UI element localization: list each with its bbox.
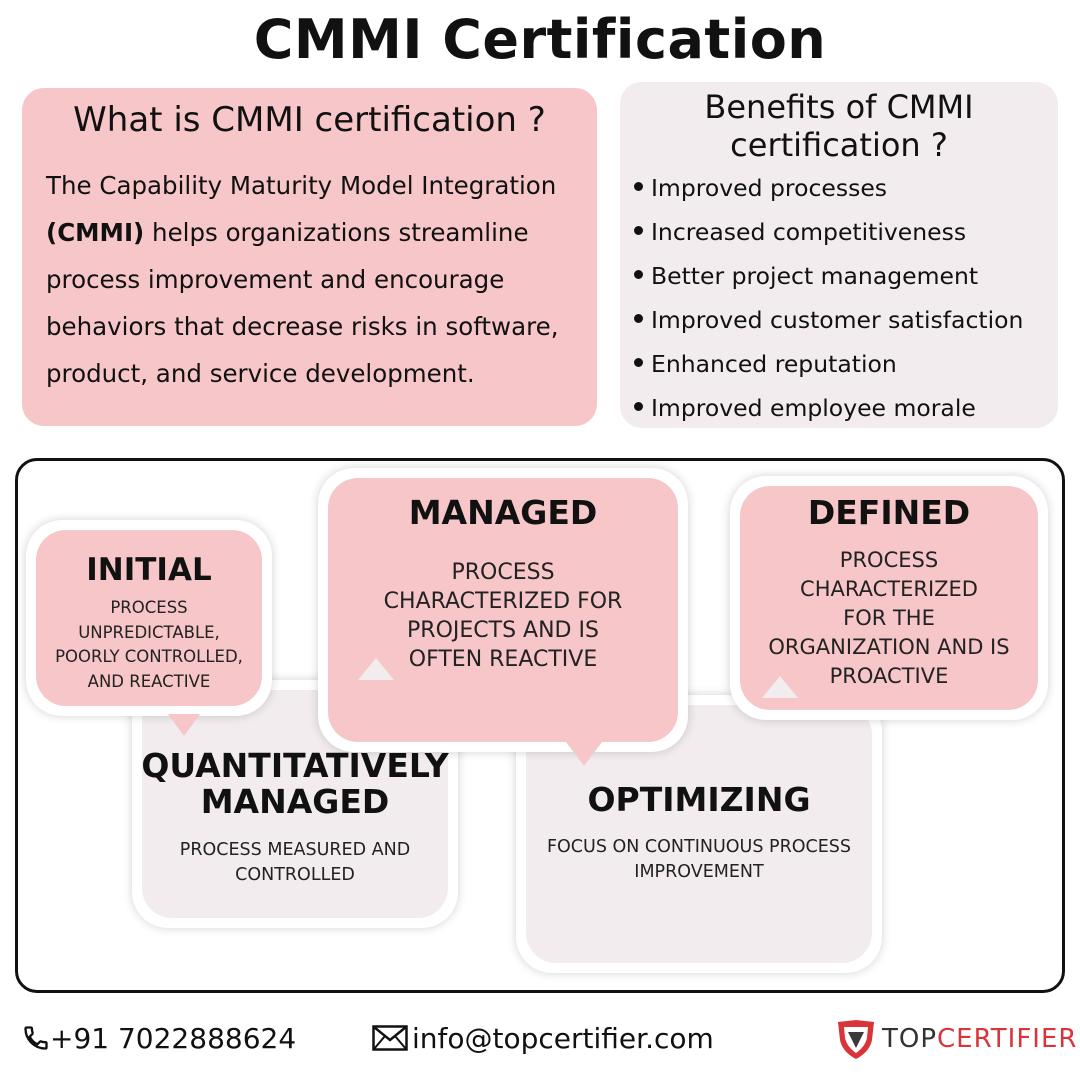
level-description: PROCESS MEASURED AND CONTROLLED (179, 840, 411, 885)
benefits-heading-line1: Benefits of CMMI (704, 88, 974, 126)
description-line1: The Capability Maturity Model Integratio… (46, 171, 557, 200)
level-title: DEFINED (807, 493, 971, 532)
bullet-icon (634, 358, 643, 367)
shield-icon (838, 1020, 874, 1059)
bullet-icon (634, 402, 643, 411)
level-description: PROCESS CHARACTERIZED FOR PROJECTS AND I… (383, 560, 623, 672)
list-item: Improved customer satisfaction (634, 298, 1023, 342)
benefits-card: Benefits of CMMI certification ? Improve… (620, 82, 1058, 428)
what-is-cmmi-description: The Capability Maturity Model Integratio… (46, 162, 576, 397)
benefits-heading: Benefits of CMMI certification ? (620, 88, 1058, 164)
initial-tail (168, 714, 200, 736)
bullet-icon (634, 314, 643, 323)
list-item: Increased competitiveness (634, 210, 1023, 254)
list-item: Enhanced reputation (634, 342, 1023, 386)
benefits-heading-line2: certification ? (730, 126, 948, 164)
phone-icon (24, 1026, 48, 1050)
list-item: Improved processes (634, 166, 1023, 210)
what-is-cmmi-card: What is CMMI certification ? The Capabil… (22, 88, 597, 426)
what-is-cmmi-heading: What is CMMI certification ? (73, 100, 546, 140)
phone-number: +91 7022888624 (50, 1022, 297, 1055)
email-address: info@topcertifier.com (412, 1022, 714, 1055)
bullet-icon (634, 226, 643, 235)
list-item: Better project management (634, 254, 1023, 298)
bullet-icon (634, 270, 643, 279)
level-description: PROCESS UNPREDICTABLE, POORLY CONTROLLED… (55, 598, 243, 691)
level-managed: MANAGED PROCESS CHARACTERIZED FOR PROJEC… (318, 468, 688, 752)
description-bold-term: (CMMI) (46, 218, 145, 247)
phone-contact[interactable]: +91 7022888624 (22, 1022, 296, 1055)
mail-icon (372, 1025, 408, 1051)
logo-part-top: TOP (882, 1024, 938, 1054)
level-title: OPTIMIZING (587, 780, 811, 819)
page-title: CMMI Certification (253, 8, 827, 71)
benefits-list: Improved processes Increased competitive… (634, 166, 1023, 430)
logo-part-certifier: CERTIFIER (937, 1024, 1078, 1054)
level-initial: INITIAL PROCESS UNPREDICTABLE, POORLY CO… (26, 520, 272, 716)
level-description: FOCUS ON CONTINUOUS PROCESS IMPROVEMENT (546, 837, 852, 882)
topcertifier-logo: TOPCERTIFIER (836, 1018, 1077, 1060)
level-description: PROCESS CHARACTERIZED FOR THE ORGANIZATI… (768, 548, 1010, 688)
level-title: MANAGED (408, 493, 598, 532)
managed-tail-bottom (566, 742, 602, 766)
email-contact[interactable]: info@topcertifier.com (372, 1022, 714, 1055)
bullet-icon (634, 182, 643, 191)
description-rest: helps organizations streamline process i… (46, 218, 559, 388)
managed-tail-top (358, 658, 394, 680)
defined-tail (762, 676, 798, 698)
list-item: Improved employee morale (634, 386, 1023, 430)
level-title: QUANTITATIVELY MANAGED (141, 746, 449, 821)
level-title: INITIAL (86, 552, 212, 588)
